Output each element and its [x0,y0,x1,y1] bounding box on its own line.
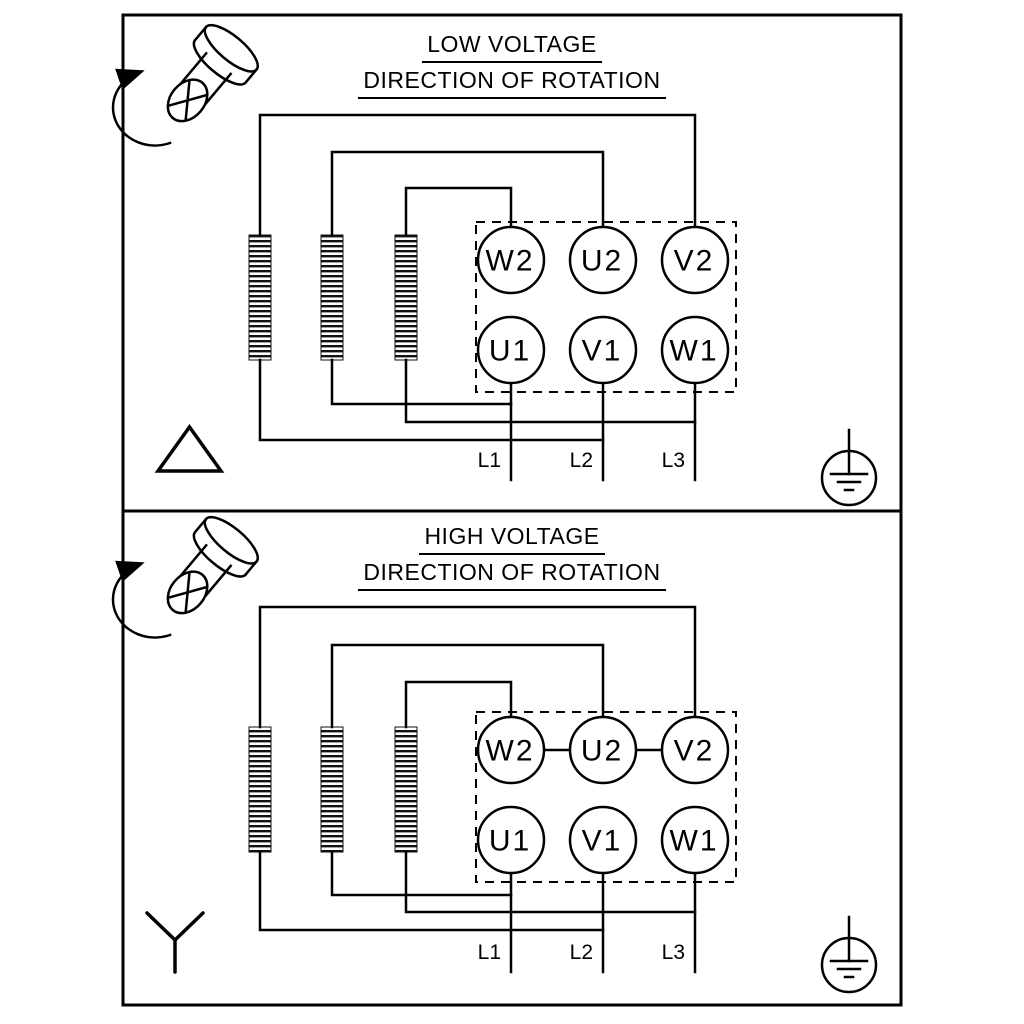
wire [330,850,513,897]
winding-coil [394,234,418,361]
panel-title: LOW VOLTAGE [422,31,602,63]
wire [258,358,605,442]
panel-title-low-voltage: LOW VOLTAGE [123,31,901,63]
winding-coils [248,726,418,853]
panel-low-voltage: W2 U2 V2 U1 V1 W1 L1 L2 L3 [111,23,878,507]
delta-icon [154,423,225,473]
winding-coil [248,234,272,361]
winding-coil [394,726,418,853]
terminal-label: V2 [674,735,715,768]
terminals: W2 U2 V2 U1 V1 W1 [476,225,730,385]
winding-coil [320,234,344,361]
panel-title-high-voltage: HIGH VOLTAGE [123,523,901,555]
terminal-v2 [660,715,730,785]
terminal-v1 [568,805,638,875]
panel-subtitle-high-voltage: DIRECTION OF ROTATION [123,559,901,591]
panel-high-voltage: W2 U2 V2 U1 V1 W1 L1 L2 L3 [111,515,878,994]
terminal-board-outline [475,221,737,393]
terminal-label: U1 [489,825,531,858]
panel-subtitle: DIRECTION OF ROTATION [358,559,666,591]
terminal-label: W2 [486,245,535,278]
wire [330,358,513,406]
wire [404,186,513,237]
terminal-label: U2 [581,735,623,768]
terminal-label: W1 [670,335,719,368]
terminal-label: W1 [670,825,719,858]
panel-title: HIGH VOLTAGE [419,523,605,555]
wire [258,605,697,729]
terminal-u1 [476,315,546,385]
winding-coils [248,234,418,361]
rotation-arrow-icon [111,560,172,639]
ground-icon [820,428,878,507]
lead-label-l3: L3 [662,941,685,964]
lead-label-l1: L1 [478,941,501,964]
wiring [258,605,697,974]
terminal-label: V1 [582,335,623,368]
lead-label-l3: L3 [662,449,685,472]
wire [404,850,697,914]
winding-coil [248,726,272,853]
shaft-rotation-icon [111,515,259,639]
wire [258,850,605,932]
panel-subtitle: DIRECTION OF ROTATION [358,67,666,99]
wire [404,680,513,729]
terminal-w2 [476,715,546,785]
terminals: W2 U2 V2 U1 V1 W1 [476,715,730,875]
wire [404,358,697,424]
terminal-label: V2 [674,245,715,278]
winding-coil [320,726,344,853]
terminal-w2 [476,225,546,295]
terminal-w1 [660,315,730,385]
terminal-v1 [568,315,638,385]
terminal-u2 [568,715,638,785]
wire [258,113,697,237]
lead-label-l2: L2 [570,941,593,964]
star-icon [145,911,205,974]
ground-icon [820,915,878,994]
lead-label-l2: L2 [570,449,593,472]
terminal-label: U2 [581,245,623,278]
lead-label-l1: L1 [478,449,501,472]
panel-subtitle-low-voltage: DIRECTION OF ROTATION [123,67,901,99]
terminal-label: W2 [486,735,535,768]
terminal-u1 [476,805,546,875]
terminal-label: V1 [582,825,623,858]
wire [330,643,605,729]
wire [330,150,605,237]
terminal-board-outline [475,711,737,883]
terminal-label: U1 [489,335,531,368]
terminal-w1 [660,805,730,875]
shaft-rotation-icon [111,23,259,147]
terminal-u2 [568,225,638,295]
wiring [258,113,697,482]
rotation-arrow-icon [111,68,172,147]
terminal-v2 [660,225,730,295]
